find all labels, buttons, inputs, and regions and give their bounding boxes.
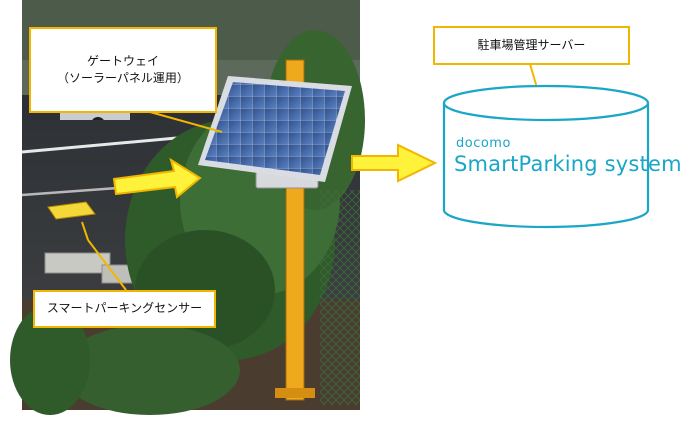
gateway-label-box: ゲートウェイ （ソーラーパネル運用） (29, 27, 217, 113)
gateway-label-line2: （ソーラーパネル運用） (57, 71, 189, 85)
sensor-label-box: スマートパーキングセンサー (33, 290, 216, 328)
gateway-label-line1: ゲートウェイ (86, 53, 159, 68)
server-arrow (351, 143, 438, 183)
server-label-box: 駐車場管理サーバー (433, 26, 630, 65)
solar-panel-icon (198, 76, 352, 182)
brand-main-text: SmartParking system (454, 152, 682, 176)
ground-sensor-icon (47, 201, 96, 220)
sensor-connector-2 (81, 221, 89, 241)
gateway-connector (149, 111, 223, 133)
brand-small-text: docomo (456, 136, 511, 151)
server-label: 駐車場管理サーバー (477, 37, 586, 52)
database-cylinder-icon (442, 84, 650, 229)
photo-arrow (112, 157, 202, 199)
sensor-label: スマートパーキングセンサー (46, 301, 203, 316)
sensor-connector (87, 239, 127, 291)
